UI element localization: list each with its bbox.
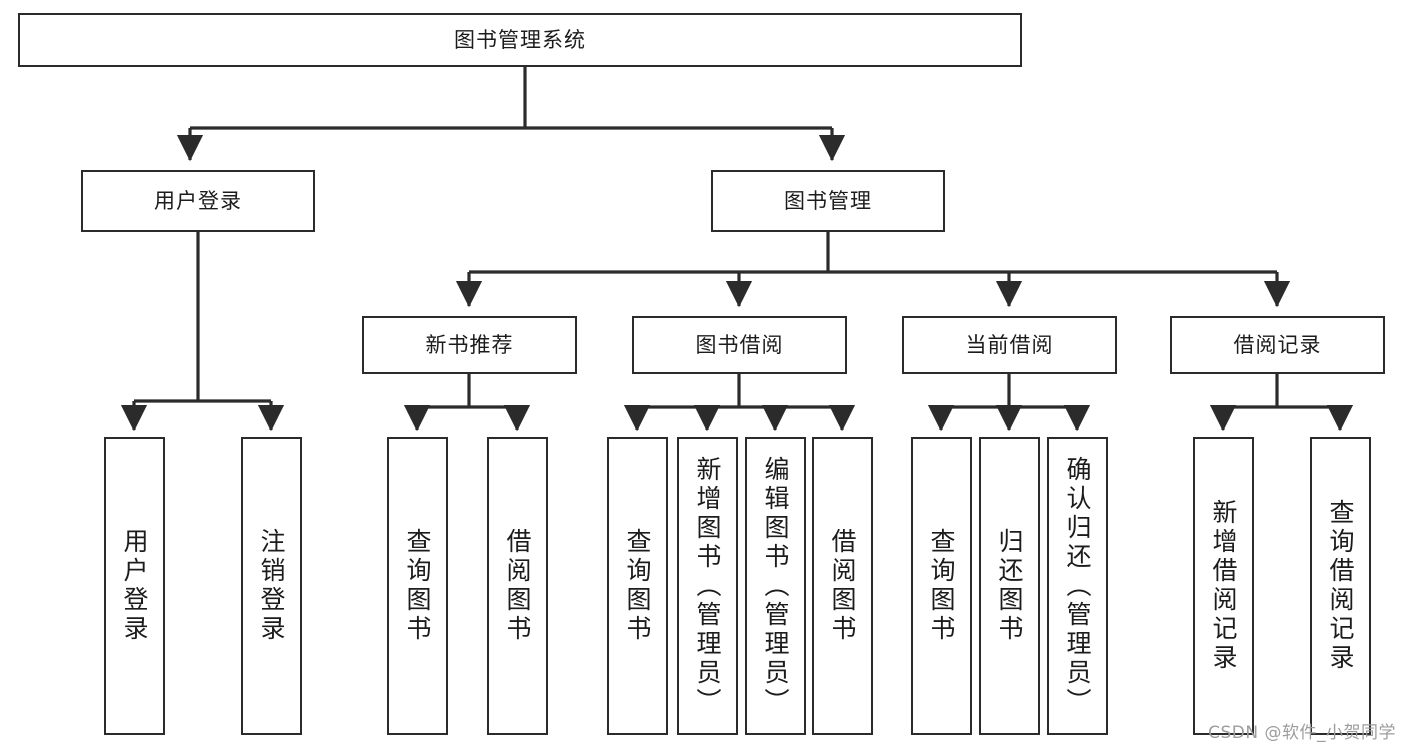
- leaf-return-book[interactable]: 归还图书: [979, 437, 1040, 735]
- node-root[interactable]: 图书管理系统: [18, 13, 1022, 67]
- node-label: 新增图书（管理员）: [693, 455, 722, 717]
- node-label: 借阅图书: [828, 528, 857, 644]
- leaf-add-book-admin[interactable]: 新增图书（管理员）: [677, 437, 738, 735]
- node-label: 查询图书: [623, 528, 652, 644]
- csdn-watermark: CSDN @软件_小贺同学: [1208, 723, 1396, 743]
- leaf-edit-book-admin[interactable]: 编辑图书（管理员）: [745, 437, 806, 735]
- node-label: 注销登录: [257, 528, 286, 644]
- node-label: 借阅图书: [503, 528, 532, 644]
- leaf-borrow-book-newbook[interactable]: 借阅图书: [487, 437, 548, 735]
- node-label: 编辑图书（管理员）: [761, 455, 790, 717]
- leaf-query-book-borrow[interactable]: 查询图书: [607, 437, 668, 735]
- node-book-borrow[interactable]: 图书借阅: [632, 316, 847, 374]
- node-book-management[interactable]: 图书管理: [711, 170, 945, 232]
- node-label: 借阅记录: [1233, 332, 1322, 357]
- node-label: 查询图书: [927, 528, 956, 644]
- node-label: 用户登录: [120, 528, 149, 644]
- leaf-borrow-book[interactable]: 借阅图书: [812, 437, 873, 735]
- node-current-borrow[interactable]: 当前借阅: [902, 316, 1117, 374]
- node-label: 归还图书: [995, 528, 1024, 644]
- leaf-confirm-return-admin[interactable]: 确认归还（管理员）: [1047, 437, 1108, 735]
- leaf-query-book-current[interactable]: 查询图书: [911, 437, 972, 735]
- node-label: 用户登录: [154, 188, 242, 213]
- leaf-add-borrow-record[interactable]: 新增借阅记录: [1193, 437, 1254, 735]
- node-label: 图书管理: [784, 188, 872, 213]
- node-user-login[interactable]: 用户登录: [81, 170, 315, 232]
- node-label: 查询图书: [403, 528, 432, 644]
- leaf-query-book-newbook[interactable]: 查询图书: [387, 437, 448, 735]
- leaf-user-login[interactable]: 用户登录: [104, 437, 165, 735]
- node-label: 新书推荐: [425, 332, 514, 357]
- node-label: 确认归还（管理员）: [1063, 455, 1092, 717]
- node-label: 图书管理系统: [454, 27, 586, 52]
- node-label: 图书借阅: [695, 332, 784, 357]
- node-label: 当前借阅: [965, 332, 1054, 357]
- node-new-book-recommend[interactable]: 新书推荐: [362, 316, 577, 374]
- node-label: 查询借阅记录: [1326, 499, 1355, 673]
- leaf-logout[interactable]: 注销登录: [241, 437, 302, 735]
- node-label: 新增借阅记录: [1209, 499, 1238, 673]
- leaf-query-borrow-record[interactable]: 查询借阅记录: [1310, 437, 1371, 735]
- node-borrow-record[interactable]: 借阅记录: [1170, 316, 1385, 374]
